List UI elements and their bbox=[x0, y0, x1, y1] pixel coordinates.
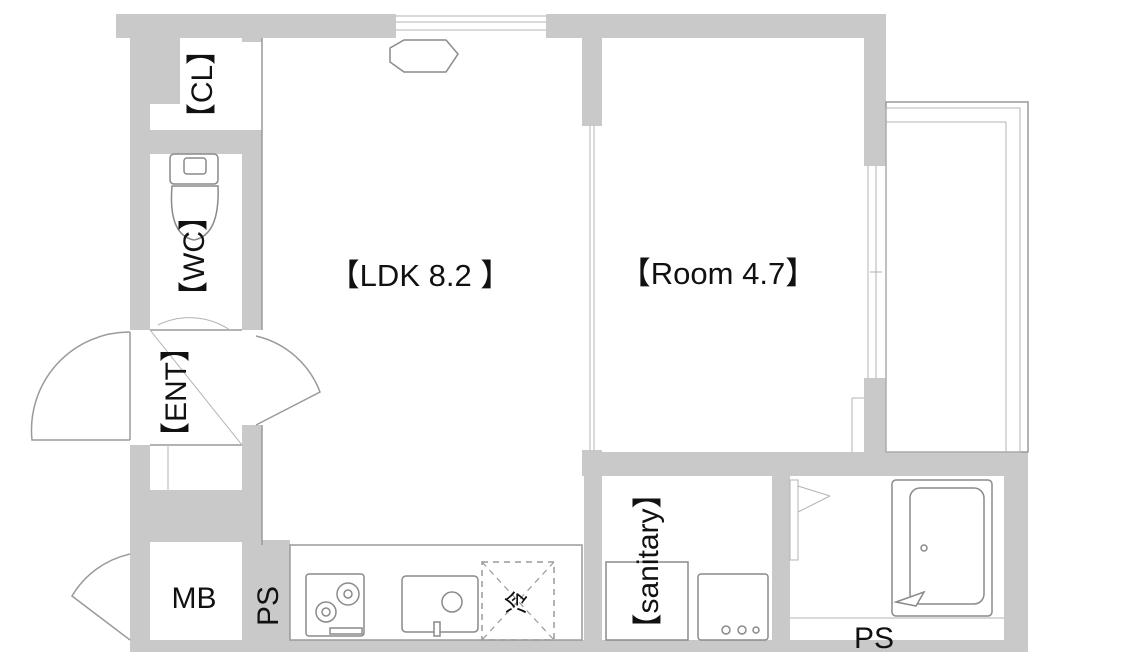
left-wall-upper bbox=[130, 14, 150, 330]
top-wall-left bbox=[116, 14, 396, 38]
room-right-wall-top bbox=[864, 14, 886, 166]
fridge-label: 冷 bbox=[503, 590, 531, 614]
bottom-wall bbox=[130, 640, 1028, 652]
labels: 【CL】 【WC】 【ENT】 【LDK 8.2 】 【Room 4.7】 【s… bbox=[160, 35, 894, 655]
windows bbox=[396, 15, 882, 378]
fridge-space bbox=[481, 561, 555, 641]
room-right-wall-bottom bbox=[864, 378, 886, 476]
meter-box-label: MB bbox=[172, 582, 217, 615]
wc-right-wall bbox=[242, 130, 262, 330]
interior-lines bbox=[150, 38, 864, 545]
left-wall-mb bbox=[130, 540, 150, 648]
mb-door-swing bbox=[71, 553, 131, 641]
stove-icon bbox=[305, 573, 365, 637]
kitchen-sink-icon bbox=[401, 575, 479, 637]
pipe-space-left-label: PS bbox=[252, 586, 285, 626]
washbasin-icon bbox=[605, 561, 769, 641]
ldk-label: 【LDK 8.2 】 bbox=[329, 258, 512, 293]
cl-right-wall bbox=[242, 38, 262, 42]
bathtub-icon bbox=[891, 479, 993, 617]
sanitary-left-wall bbox=[584, 476, 602, 648]
ldk-door-swing bbox=[255, 335, 321, 426]
ceiling-light-icon bbox=[389, 39, 459, 73]
sanitary-label: 【sanitary】 bbox=[632, 478, 665, 643]
closet-label: 【CL】 bbox=[186, 35, 219, 133]
pipe-space-bottom-label: PS bbox=[854, 622, 894, 655]
top-wall-right bbox=[546, 14, 886, 38]
ldk-room-wall-top bbox=[582, 14, 602, 126]
sanitary-top-wall bbox=[582, 452, 1026, 476]
cl-wall-left bbox=[148, 38, 180, 104]
entrance-label: 【ENT】 bbox=[160, 332, 193, 452]
mb-right-wall bbox=[242, 540, 290, 648]
wc-label: 【WC】 bbox=[178, 201, 211, 311]
toilet-icon bbox=[169, 153, 219, 241]
room-label: 【Room 4.7】 bbox=[620, 256, 816, 291]
entrance-door-swing bbox=[30, 331, 131, 441]
balcony bbox=[885, 101, 1029, 453]
walls bbox=[116, 14, 1028, 652]
kitchen-counter bbox=[289, 544, 583, 641]
doors bbox=[30, 317, 831, 641]
bath-right-wall bbox=[1004, 452, 1028, 648]
mb-top-wall bbox=[130, 490, 262, 542]
sanitary-bath-wall bbox=[772, 476, 790, 648]
fixtures bbox=[169, 39, 1004, 641]
